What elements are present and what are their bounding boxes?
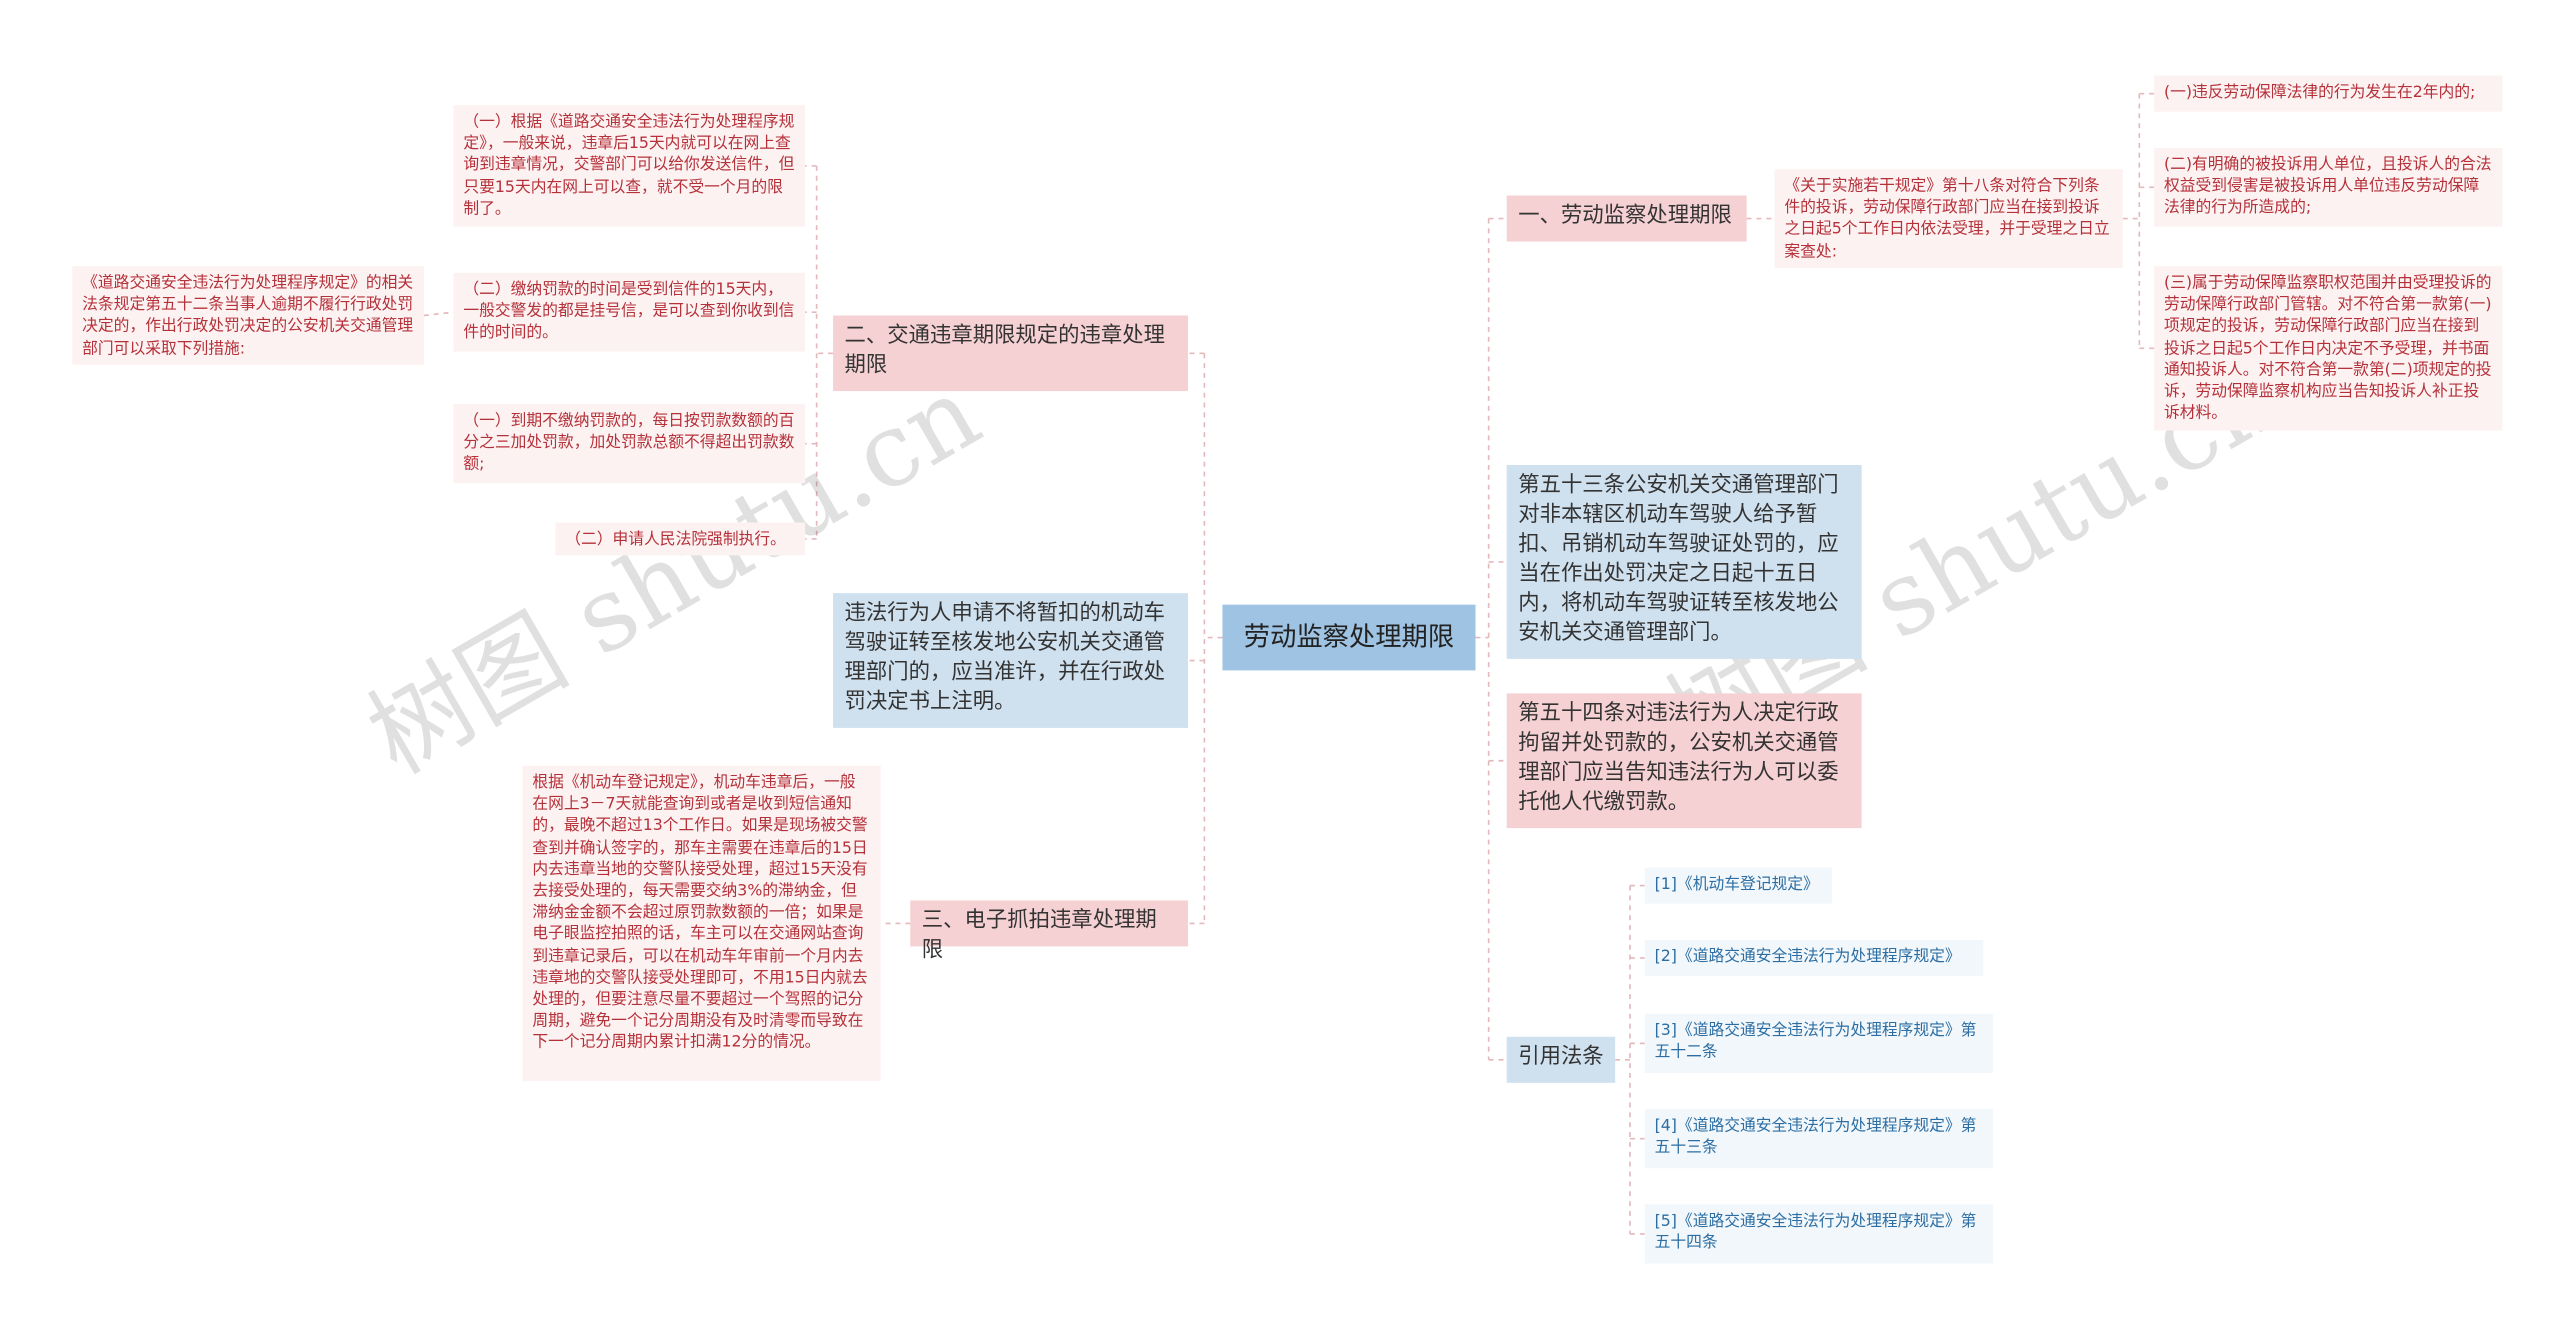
branch-electronic-capture-deadline[interactable]: 三、电子抓拍违章处理期限 <box>910 900 1188 963</box>
article-54-node[interactable]: 第五十四条对违法行为人决定行政拘留并处罚款的，公安机关交通管理部门应当告知违法行… <box>1506 693 1862 829</box>
connector-branch2-intro <box>423 311 454 317</box>
branch2-child-3[interactable]: （一）到期不缴纳罚款的，每日按罚款数额的百分之三加处罚款，加处罚款总额不得超出罚… <box>453 404 806 484</box>
branch2-intro-note[interactable]: 《道路交通安全违法行为处理程序规定》的相关法条规定第五十二条当事人逾期不履行行政… <box>72 266 424 365</box>
branch-labor-inspection-deadline[interactable]: 一、劳动监察处理期限 <box>1506 195 1747 242</box>
branch1-intro-note[interactable]: 《关于实施若干规定》第十八条对符合下列条件的投诉，劳动保障行政部门应当在接到投诉… <box>1774 169 2123 268</box>
branch1-child-3[interactable]: (三)属于劳动保障监察职权范围并由受理投诉的劳动保障行政部门管辖。对不符合第一款… <box>2154 266 2503 431</box>
connector-branch2-children <box>805 165 817 540</box>
connector-refs-trunk <box>1615 885 1631 1234</box>
branch2-child-1[interactable]: （一）根据《道路交通安全违法行为处理程序规定》，一般来说，违章后15天内就可以在… <box>453 105 806 227</box>
connector-root-right <box>1475 218 1490 1060</box>
connector-branch1-children <box>2139 92 2155 350</box>
branch-cited-laws[interactable]: 引用法条 <box>1506 1036 1616 1083</box>
branch1-child-1[interactable]: (一)违反劳动保障法律的行为发生在2年内的; <box>2154 75 2503 112</box>
branch2-child-4[interactable]: （二）申请人民法院强制执行。 <box>555 522 806 556</box>
connector-branch1-trunk <box>2122 93 2141 349</box>
connector-root-left <box>1203 353 1223 924</box>
connector-right-branches <box>1488 217 1507 1061</box>
root-topic[interactable]: 劳动监察处理期限 <box>1222 604 1476 671</box>
connector-left-branches <box>1187 352 1205 925</box>
branch2-child-2[interactable]: （二）缴纳罚款的时间是受到信件的15天内，一般交警发的都是挂号信，是可以查到你收… <box>453 272 806 352</box>
article-53-node[interactable]: 第五十三条公安机关交通管理部门对非本辖区机动车驾驶人给予暂扣、吊销机动车驾驶证处… <box>1506 464 1862 659</box>
ref-item-1[interactable]: [1]《机动车登记规定》 <box>1644 867 1833 904</box>
ref-item-3[interactable]: [3]《道路交通安全违法行为处理程序规定》第五十二条 <box>1644 1013 1994 1073</box>
connector-refs-children <box>1629 884 1645 1235</box>
ref-item-4[interactable]: [4]《道路交通安全违法行为处理程序规定》第五十三条 <box>1644 1109 1994 1169</box>
branch3-child-detail[interactable]: 根据《机动车登记规定》，机动车违章后，一般在网上3－7天就能查询到或者是收到短信… <box>522 765 881 1082</box>
ref-item-2[interactable]: [2]《道路交通安全违法行为处理程序规定》 <box>1644 939 1984 977</box>
branch1-child-2[interactable]: (二)有明确的被投诉用人单位，且投诉人的合法权益受到侵害是被投诉用人单位违反劳动… <box>2154 147 2503 227</box>
connector-branch2-trunk <box>815 165 834 539</box>
ref-item-5[interactable]: [5]《道路交通安全违法行为处理程序规定》第五十四条 <box>1644 1204 1994 1264</box>
branch-traffic-violation-deadline[interactable]: 二、交通违章期限规定的违章处理期限 <box>833 315 1188 392</box>
branch-license-transfer-exception[interactable]: 违法行为人申请不将暂扣的机动车驾驶证转至核发地公安机关交通管理部门的，应当准许，… <box>833 593 1188 728</box>
